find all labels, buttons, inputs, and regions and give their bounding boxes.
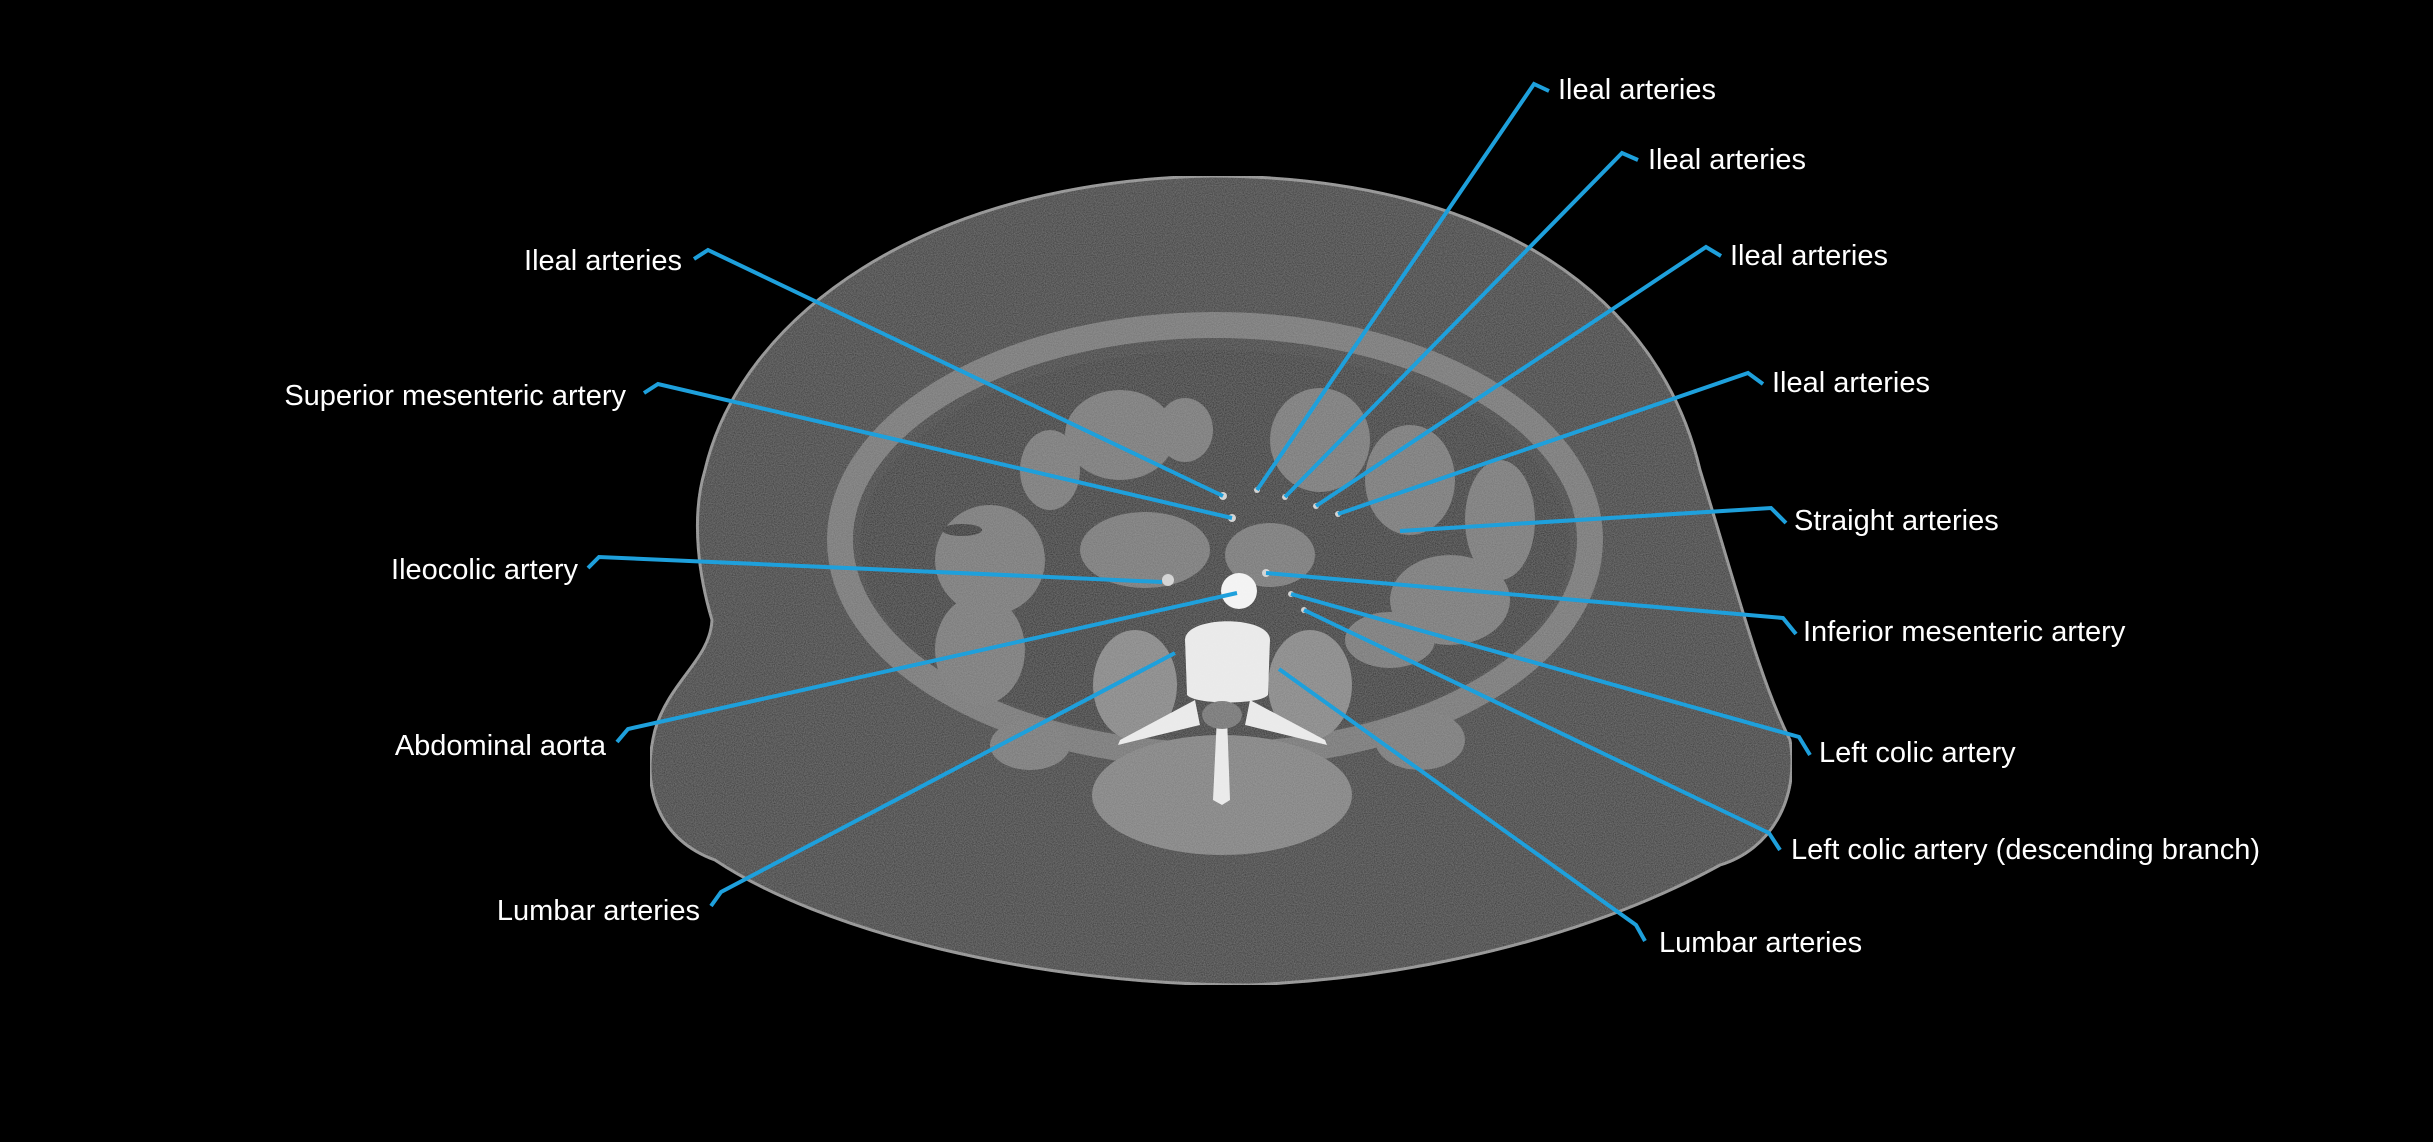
label-lumbar-r: Lumbar arteries bbox=[1659, 927, 1863, 959]
label-sma: Superior mesenteric artery bbox=[284, 380, 626, 412]
leader-line-sma bbox=[642, 381, 1233, 520]
leader-line-ileal-1 bbox=[1255, 81, 1550, 492]
label-ileal-3: Ileal arteries bbox=[1730, 240, 1888, 272]
leader-line-ima bbox=[1265, 571, 1798, 636]
label-ileal-1: Ileal arteries bbox=[1558, 74, 1716, 106]
leader-line-left-colic-desc bbox=[1303, 608, 1782, 852]
spinal-canal bbox=[1202, 701, 1242, 729]
leader-lines bbox=[586, 81, 1812, 942]
psoas-right bbox=[1268, 630, 1352, 740]
label-left-colic: Left colic artery bbox=[1819, 737, 2016, 769]
label-ima: Inferior mesenteric artery bbox=[1803, 616, 2126, 648]
bowel-gas bbox=[942, 524, 982, 536]
abdominal-aorta-vessel bbox=[1221, 573, 1257, 609]
label-ileocolic: Ileocolic artery bbox=[391, 554, 578, 586]
label-straight: Straight arteries bbox=[1794, 505, 1999, 537]
leader-line-straight bbox=[1399, 505, 1788, 533]
leader-line-left-colic bbox=[1290, 592, 1812, 757]
leader-line-ileal-2 bbox=[1283, 150, 1639, 499]
label-ileal-4: Ileal arteries bbox=[1772, 367, 1930, 399]
leader-line-ileocolic bbox=[586, 554, 1163, 584]
leader-line-lumbar-r bbox=[1277, 667, 1647, 942]
vertebra bbox=[1118, 621, 1327, 805]
psoas-left bbox=[1093, 630, 1177, 740]
label-lumbar-l: Lumbar arteries bbox=[496, 895, 700, 927]
label-left-colic-desc: Left colic artery (descending branch) bbox=[1791, 834, 2261, 866]
ct-image bbox=[648, 174, 1794, 987]
label-ileal-2: Ileal arteries bbox=[1648, 144, 1806, 176]
leader-line-lumbar-l bbox=[709, 651, 1176, 908]
leader-line-ileal-left bbox=[692, 247, 1224, 498]
label-aorta: Abdominal aorta bbox=[394, 730, 606, 762]
bowel-loops bbox=[935, 388, 1535, 770]
leader-line-ileal-3 bbox=[1314, 244, 1723, 508]
label-ileal-left: Ileal arteries bbox=[524, 245, 682, 277]
leader-line-aorta bbox=[615, 591, 1238, 744]
leader-line-ileal-4 bbox=[1337, 370, 1765, 516]
